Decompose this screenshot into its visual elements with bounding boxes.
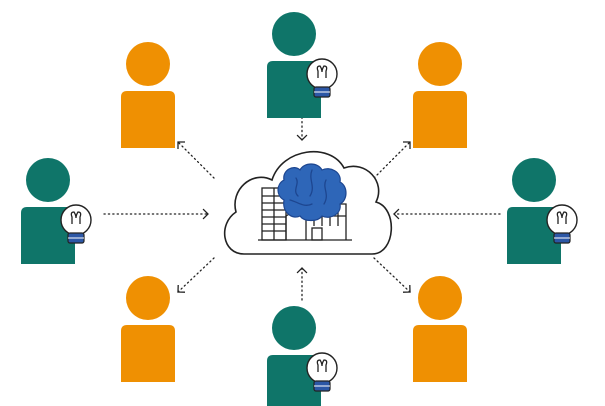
- arrow-head: [296, 134, 308, 141]
- bulb-glass: [546, 204, 578, 236]
- arrow-center-to-bottom-left: [177, 257, 215, 293]
- person-bottom: [267, 306, 338, 406]
- person-head: [512, 158, 556, 202]
- arrow-head: [296, 267, 308, 274]
- people-layer: [21, 12, 578, 406]
- lightbulb-icon: [306, 352, 338, 392]
- person-top-right: [413, 42, 467, 148]
- arrow-head: [202, 208, 209, 220]
- arrow-line: [373, 257, 411, 293]
- arrow-head: [177, 141, 185, 149]
- arrow-bottom-to-center: [296, 267, 308, 301]
- arrow-line: [177, 141, 215, 179]
- arrow-center-to-top-right: [373, 141, 411, 179]
- arrow-line: [177, 257, 215, 293]
- person-bottom-left: [121, 276, 175, 382]
- person-top-left: [121, 42, 175, 148]
- person-head: [272, 306, 316, 350]
- person-head: [418, 42, 462, 86]
- person-head: [418, 276, 462, 320]
- arrow-right-to-center: [393, 208, 501, 220]
- bulb-filament: [316, 359, 328, 372]
- arrow-center-to-top-left: [177, 141, 215, 179]
- bulb-filament: [316, 65, 328, 78]
- arrows-layer: [103, 103, 501, 301]
- lightbulb-icon: [306, 58, 338, 98]
- bulb-glass: [60, 204, 92, 236]
- arrow-left-to-center: [103, 208, 209, 220]
- arrow-head: [393, 208, 400, 220]
- person-body: [413, 91, 467, 148]
- bulb-glass: [306, 58, 338, 90]
- bulb-filament: [556, 211, 568, 224]
- brain-icon: [277, 163, 347, 222]
- arrow-head: [177, 284, 186, 293]
- person-top: [267, 12, 338, 118]
- lightbulb-icon: [60, 204, 92, 244]
- person-head: [272, 12, 316, 56]
- arrow-center-to-bottom-right: [373, 257, 411, 293]
- arrow-head: [402, 284, 411, 293]
- arrow-line: [373, 141, 411, 179]
- person-right: [507, 158, 578, 264]
- bulb-glass: [306, 352, 338, 384]
- center-hub: [223, 151, 393, 255]
- person-left: [21, 158, 92, 264]
- lightbulb-icon: [546, 204, 578, 244]
- person-head: [26, 158, 70, 202]
- bulb-filament: [70, 211, 82, 224]
- person-body: [121, 325, 175, 382]
- person-body: [413, 325, 467, 382]
- person-body: [121, 91, 175, 148]
- person-head: [126, 276, 170, 320]
- arrow-head: [403, 141, 411, 149]
- person-bottom-right: [413, 276, 467, 382]
- person-head: [126, 42, 170, 86]
